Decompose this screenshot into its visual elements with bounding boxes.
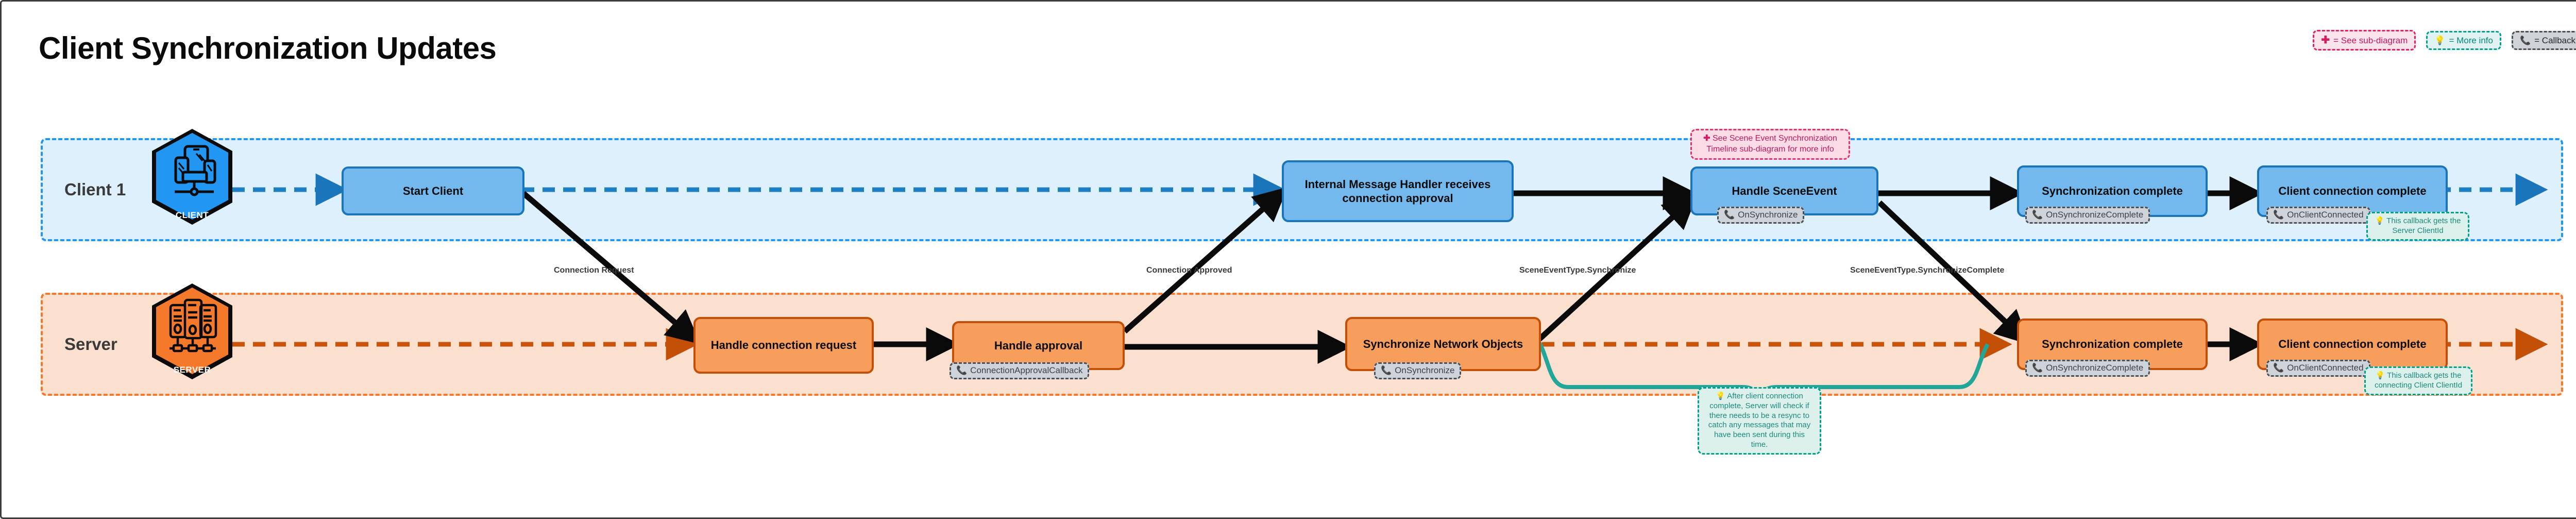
legend-item-more-info[interactable]: 💡 = More info (2426, 30, 2501, 50)
edge-label-connection-approved: Connection Approved (1146, 266, 1232, 275)
node-label: Synchronization complete (2042, 185, 2183, 198)
callback-badge-client-onsynchronize[interactable]: 📞 OnSynchronize (1717, 207, 1805, 224)
callback-badge-server-onclientconnected[interactable]: 📞 OnClientConnected (2266, 360, 2370, 377)
node-label: Synchronize Network Objects (1363, 337, 1523, 350)
node-internal-message-handler[interactable]: Internal Message Handler receives connec… (1282, 160, 1514, 222)
plus-icon: ✚ (2321, 35, 2330, 46)
node-label: Handle approval (994, 339, 1083, 352)
callback-label: OnSynchronize (1395, 365, 1455, 375)
phone-icon: 📞 (956, 365, 968, 375)
process-edges (521, 176, 2264, 364)
node-label: Client connection complete (2278, 185, 2427, 198)
client-computer-icon (152, 129, 232, 225)
node-label: Start Client (402, 184, 464, 197)
legend-label-callback: = Callback (2534, 35, 2575, 45)
lightbulb-icon: 💡 (2434, 35, 2446, 45)
swimlane-title-server: Server (64, 334, 117, 354)
node-label: Synchronization complete (2042, 338, 2183, 351)
server-role-label: SERVER (173, 365, 211, 375)
note-see-sub-diagram-sceneevent[interactable]: ✚ See Scene Event Synchronization Timeli… (1690, 129, 1850, 160)
swimlane-title-client: Client 1 (64, 180, 126, 199)
node-label: Handle connection request (710, 339, 857, 352)
phone-icon: 📞 (1724, 210, 1735, 220)
legend-item-callback[interactable]: 📞 = Callback (2511, 30, 2576, 50)
server-rack-icon (152, 283, 232, 379)
note-text: After client connection complete, Server… (1708, 392, 1811, 449)
note-text: This callback gets the Server ClientId (2386, 216, 2461, 235)
callback-badge-client-onsynchronizecomplete[interactable]: 📞 OnSynchronizeComplete (2025, 207, 2150, 224)
plus-icon: ✚ (1703, 134, 1710, 143)
callback-badge-client-onclientconnected[interactable]: 📞 OnClientConnected (2266, 207, 2370, 224)
node-handle-connection-request[interactable]: Handle connection request (693, 317, 874, 374)
note-text: See Scene Event Synchronization Timeline… (1706, 134, 1837, 154)
callback-label: OnClientConnected (2287, 363, 2364, 373)
client-role-badge: CLIENT (151, 128, 233, 226)
note-server-client-clientid[interactable]: 💡 This callback gets the connecting Clie… (2364, 366, 2472, 395)
phone-icon: 📞 (1381, 365, 1392, 375)
note-server-resync[interactable]: 💡 After client connection complete, Serv… (1698, 387, 1821, 455)
callback-label: OnSynchronizeComplete (2046, 363, 2144, 373)
phone-icon: 📞 (2273, 363, 2284, 373)
lightbulb-icon: 💡 (1716, 392, 1725, 400)
node-label: Handle SceneEvent (1732, 184, 1837, 197)
phone-icon: 📞 (2032, 210, 2043, 220)
phone-icon: 📞 (2273, 210, 2284, 220)
node-start-client[interactable]: Start Client (342, 166, 524, 215)
note-client-server-clientid[interactable]: 💡 This callback gets the Server ClientId (2366, 212, 2469, 241)
legend-item-see-sub-diagram[interactable]: ✚ = See sub-diagram (2313, 30, 2416, 51)
node-label: Internal Message Handler receives connec… (1304, 177, 1491, 205)
phone-icon: 📞 (2519, 35, 2531, 45)
edge-label-connection-request: Connection Request (554, 266, 634, 275)
callback-label: OnClientConnected (2287, 210, 2364, 220)
phone-icon: 📞 (2032, 363, 2043, 373)
legend-label-see-sub-diagram: = See sub-diagram (2333, 35, 2408, 45)
node-handle-approval[interactable]: Handle approval (952, 321, 1125, 370)
note-text: This callback gets the connecting Client… (2374, 371, 2463, 390)
callback-badge-connectionapprovalcallback[interactable]: 📞 ConnectionApprovalCallback (950, 362, 1090, 379)
legend-label-more-info: = More info (2449, 35, 2493, 45)
callback-label: OnSynchronize (1738, 210, 1798, 220)
callback-badge-server-onsynchronize[interactable]: 📞 OnSynchronize (1374, 362, 1462, 379)
node-client-synchronization-complete[interactable]: Synchronization complete (2017, 165, 2208, 217)
node-label: Client connection complete (2278, 338, 2427, 351)
edge-label-sceneeventtype-synchronizecomplete: SceneEventType.SynchronizeComplete (1850, 266, 2005, 275)
callback-label: OnSynchronizeComplete (2046, 210, 2144, 220)
lightbulb-icon: 💡 (2375, 216, 2385, 225)
server-role-badge: SERVER (151, 282, 233, 380)
callback-label: ConnectionApprovalCallback (970, 365, 1083, 375)
legend: ✚ = See sub-diagram 💡 = More info 📞 = Ca… (2313, 30, 2576, 51)
lightbulb-icon: 💡 (2375, 371, 2385, 380)
edge-label-sceneeventtype-synchronize: SceneEventType.Synchronize (1519, 266, 1636, 275)
page-title: Client Synchronization Updates (39, 31, 497, 65)
client-role-label: CLIENT (175, 210, 209, 220)
callback-badge-server-onsynchronizecomplete[interactable]: 📞 OnSynchronizeComplete (2025, 360, 2150, 377)
